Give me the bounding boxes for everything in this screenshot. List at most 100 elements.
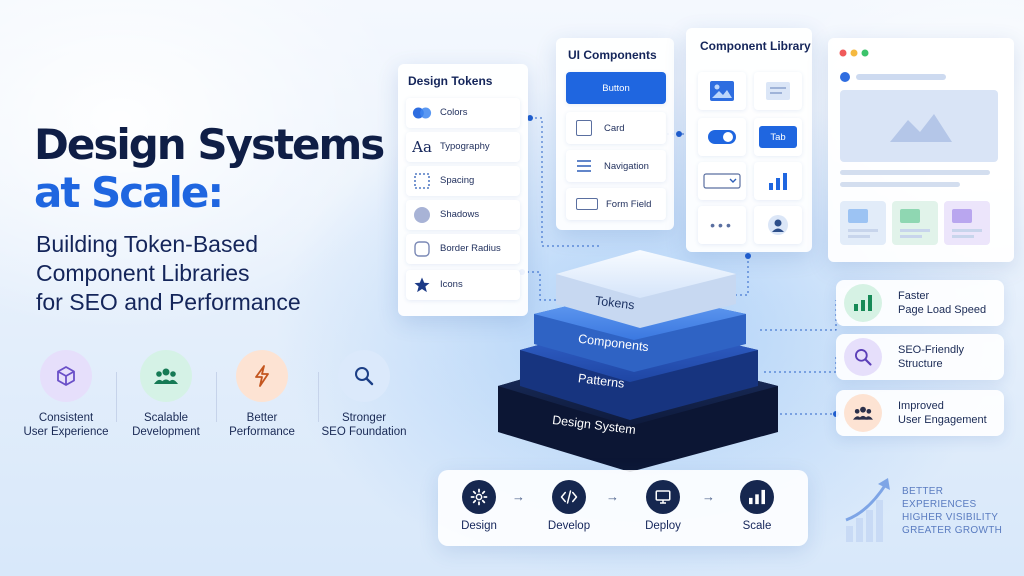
headline-line-1: Design Systems xyxy=(34,120,385,169)
workflow-step-develop[interactable]: Develop xyxy=(534,480,604,532)
window-controls xyxy=(839,49,869,57)
toggle-icon xyxy=(708,130,736,144)
input-icon xyxy=(576,198,598,210)
headline-line-2: at Scale: xyxy=(34,168,224,217)
card-title: UI Components xyxy=(568,48,657,62)
button-label: Button xyxy=(602,83,630,94)
growth-arrow-icon xyxy=(845,478,890,542)
shadow-icon xyxy=(412,205,432,225)
feature-scalable-development: Scalable Development xyxy=(118,350,214,439)
benefit-label: Structure xyxy=(898,358,943,370)
growth-text-line: HIGHER VISIBILITY xyxy=(902,512,999,523)
ui-form-field-sample[interactable]: Form Field xyxy=(566,188,666,220)
menu-icon xyxy=(577,160,591,172)
feature-divider xyxy=(216,372,217,422)
spacing-icon xyxy=(412,171,432,191)
image-icon xyxy=(710,81,734,101)
ui-label: Card xyxy=(604,123,625,134)
feature-label: Better xyxy=(246,412,278,424)
feature-label: Consistent xyxy=(38,412,94,424)
ui-label: Form Field xyxy=(606,199,652,210)
card-title: Design Tokens xyxy=(408,74,493,88)
benefit-page-load: Faster Page Load Speed xyxy=(836,280,1004,326)
token-label: Icons xyxy=(440,279,463,290)
library-avatar-cell[interactable] xyxy=(754,206,802,244)
feature-seo-foundation: Stronger SEO Foundation xyxy=(304,350,424,439)
subheadline-line-2: Component Libraries xyxy=(36,260,250,286)
workflow-label: Scale xyxy=(742,520,772,532)
library-more-cell[interactable]: ••• xyxy=(698,206,746,244)
workflow-step-design[interactable]: Design xyxy=(444,480,514,532)
benefit-label: Page Load Speed xyxy=(898,304,987,316)
hero-image-placeholder xyxy=(840,90,998,162)
grid-card-placeholder xyxy=(944,201,990,245)
more-dots-icon: ••• xyxy=(710,217,734,233)
text-line-placeholder xyxy=(840,182,960,187)
color-swatch-icon xyxy=(412,103,432,123)
token-label: Shadows xyxy=(440,209,480,220)
library-text-cell[interactable] xyxy=(754,72,802,110)
ui-button-sample[interactable]: Button xyxy=(566,72,666,104)
token-row-colors[interactable]: Colors xyxy=(406,98,520,128)
token-row-spacing[interactable]: Spacing xyxy=(406,166,520,196)
monitor-icon xyxy=(646,480,680,514)
benefit-label: SEO-Friendly xyxy=(898,344,965,356)
feature-better-performance: Better Performance xyxy=(214,350,310,439)
mountain-icon xyxy=(890,114,952,142)
component-library-card: Component Library Tab ••• xyxy=(686,28,812,252)
token-row-typography[interactable]: Aa Typography xyxy=(406,132,520,162)
layer-tokens xyxy=(556,250,736,328)
library-dropdown-cell[interactable] xyxy=(698,162,746,200)
token-label: Typography xyxy=(440,141,490,152)
ui-components-card: UI Components Button Card Navigation For… xyxy=(556,38,674,230)
feature-consistent-ux: Consistent User Experience xyxy=(18,350,114,439)
growth-text-line: EXPERIENCES xyxy=(902,499,977,510)
avatar-icon xyxy=(768,215,788,235)
token-row-shadows[interactable]: Shadows xyxy=(406,200,520,230)
arrow-right-icon: → xyxy=(512,489,525,504)
star-icon xyxy=(412,275,432,295)
benefit-user-engagement: Improved User Engagement xyxy=(836,390,1004,436)
feature-divider xyxy=(116,372,117,422)
arrow-right-icon: → xyxy=(606,489,619,504)
token-label: Colors xyxy=(440,107,468,118)
token-row-border-radius[interactable]: Border Radius xyxy=(406,234,520,264)
text-line-placeholder xyxy=(840,170,990,175)
workflow-label: Develop xyxy=(547,520,591,532)
token-label: Border Radius xyxy=(440,243,501,254)
bolt-icon xyxy=(236,350,288,402)
feature-label: Scalable xyxy=(143,412,189,424)
benefit-label: Improved xyxy=(898,400,944,412)
token-row-icons[interactable]: Icons xyxy=(406,270,520,300)
feature-label: Performance xyxy=(229,426,295,438)
token-label: Spacing xyxy=(440,175,475,186)
library-tab-cell[interactable]: Tab xyxy=(754,118,802,156)
text-block-icon xyxy=(766,82,790,100)
design-tokens-card: Design Tokens Colors Aa Typography Spaci… xyxy=(398,64,528,316)
feature-row: Consistent User Experience Scalable Deve… xyxy=(18,350,408,450)
library-chart-cell[interactable] xyxy=(754,162,802,200)
site-logo-icon xyxy=(840,72,850,82)
feature-label: User Experience xyxy=(23,426,109,438)
feature-label: SEO Foundation xyxy=(321,426,407,438)
workflow-label: Design xyxy=(461,520,497,532)
bar-chart-icon xyxy=(844,284,882,322)
card-icon xyxy=(576,120,592,136)
benefit-seo-structure: SEO-Friendly Structure xyxy=(836,334,1004,380)
ui-card-sample[interactable]: Card xyxy=(566,112,666,144)
cube-icon xyxy=(40,350,92,402)
browser-preview-card xyxy=(828,38,1014,262)
feature-divider xyxy=(318,372,319,422)
grid-card-placeholder xyxy=(892,201,938,245)
workflow-step-scale[interactable]: Scale xyxy=(722,480,792,532)
nav-placeholder xyxy=(856,74,946,80)
subheadline-line-3: for SEO and Performance xyxy=(36,289,301,315)
code-icon xyxy=(552,480,586,514)
gear-icon xyxy=(462,480,496,514)
ui-navigation-sample[interactable]: Navigation xyxy=(566,150,666,182)
library-image-cell[interactable] xyxy=(698,72,746,110)
workflow-step-deploy[interactable]: Deploy xyxy=(628,480,698,532)
grid-card-placeholder xyxy=(840,201,886,245)
benefit-label: User Engagement xyxy=(898,414,987,426)
library-toggle-cell[interactable] xyxy=(698,118,746,156)
